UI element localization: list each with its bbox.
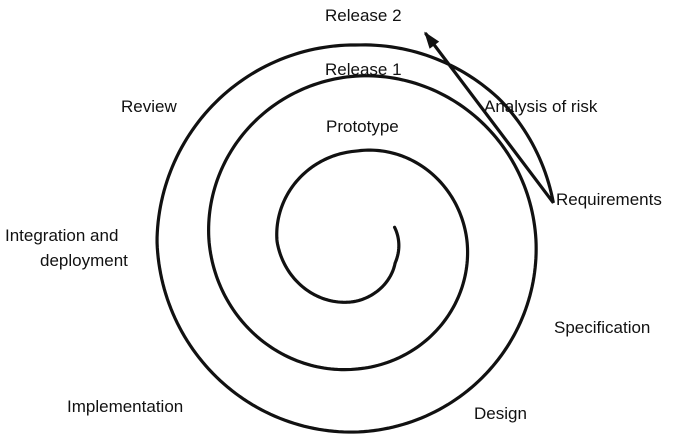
label-analysis-of-risk: Analysis of risk: [484, 97, 598, 116]
arrow-head: [424, 31, 440, 49]
label-review: Review: [121, 97, 177, 116]
label-prototype: Prototype: [326, 117, 399, 136]
label-specification: Specification: [554, 318, 651, 337]
label-requirements: Requirements: [556, 190, 662, 209]
label-release-2: Release 2: [325, 6, 402, 25]
label-integration-line-1: Integration and: [5, 226, 119, 245]
spiral-path: [155, 32, 555, 434]
label-integration-line-2: deployment: [40, 251, 128, 270]
label-release-1: Release 1: [325, 60, 402, 79]
label-implementation: Implementation: [67, 397, 184, 416]
label-design: Design: [474, 404, 527, 423]
